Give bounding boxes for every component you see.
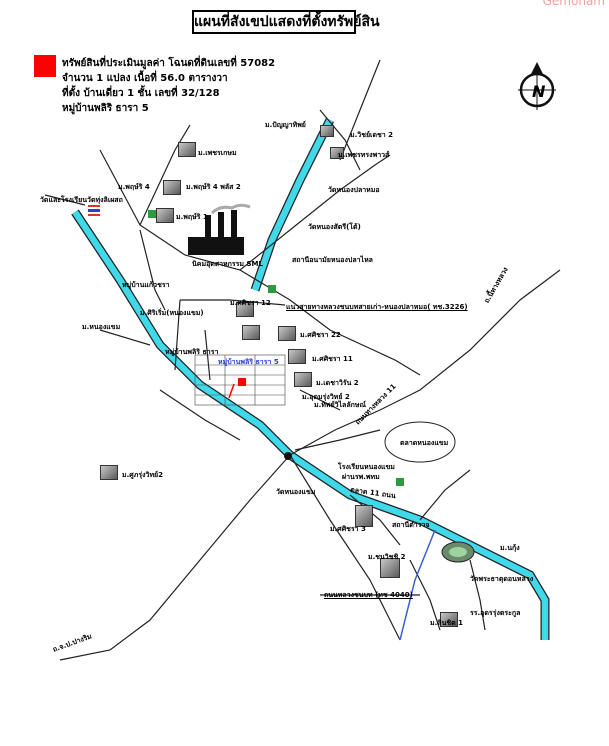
place-label: วัดหนองแขม bbox=[276, 488, 316, 496]
place-label: ตลาดหนองแขม bbox=[400, 439, 449, 447]
intersection-marker bbox=[284, 452, 292, 460]
place-label: วัดและโรงเรียนวัดทุ่งลิเผสถ bbox=[40, 196, 123, 204]
building-marker bbox=[380, 558, 400, 578]
place-label: โรงเรียนหนองแขม bbox=[338, 463, 395, 471]
building-marker bbox=[278, 326, 296, 341]
property-village-label: หมู่บ้านพลิริ ธารา 5 bbox=[218, 358, 279, 366]
stadium-icon bbox=[441, 541, 475, 563]
place-label: วัดหนองปลาหมอ bbox=[328, 186, 380, 194]
place-label: ม.พฤษ์ริ 4 bbox=[118, 183, 150, 191]
property-legend-marker bbox=[34, 55, 56, 77]
place-label: หมู่บ้านแก้วชรา bbox=[122, 281, 170, 289]
building-marker bbox=[178, 142, 196, 157]
place-label: ม.เดชาวิรัน 2 bbox=[316, 379, 359, 387]
place-label: ม.ศิริเริ่ม(หนองแขม) bbox=[140, 309, 204, 317]
place-label: ม.พฤษ์ริ 4 พลัส 2 bbox=[186, 183, 241, 191]
building-marker bbox=[242, 325, 260, 340]
compass-north-label: N bbox=[532, 82, 546, 101]
place-label: ม.หนองแขม bbox=[82, 323, 121, 331]
property-info-line2: จำนวน 1 แปลง เนื้อที่ 56.0 ตารางวา bbox=[62, 73, 228, 84]
property-marker bbox=[238, 378, 246, 386]
place-label: ม.เพชรทรงพาวส์ bbox=[338, 151, 390, 159]
place-label: ม.พฤษ์ริ 1 bbox=[176, 213, 208, 221]
place-label: ม.ศูภรุ่งวิทย์2 bbox=[122, 471, 164, 479]
building-marker bbox=[355, 505, 373, 527]
building-marker bbox=[288, 349, 306, 364]
road-network bbox=[44, 59, 561, 661]
north-canal bbox=[250, 117, 335, 292]
place-label: รร.อุดรรุ่งตระกูล bbox=[470, 609, 521, 617]
property-info-line1: ทรัพย์สินที่ประเมินมูลค่า โฉนดที่ดินเลขท… bbox=[62, 58, 276, 69]
thai-flag-icon bbox=[88, 205, 100, 216]
place-label: ผ่านรพ.พทม bbox=[342, 473, 380, 481]
place-label: สถานีอนามัยหนองปลาไหล bbox=[292, 256, 373, 264]
place-label: วัดหนองสัตรี(โต้) bbox=[308, 223, 361, 231]
building-marker bbox=[100, 465, 118, 480]
building-marker bbox=[330, 147, 344, 159]
place-label: หมู่บ้านพลิริ ธารา bbox=[165, 348, 219, 356]
road-label: ถนนหลวงชนบท (ทช 4040) bbox=[324, 591, 413, 599]
property-info-line4: หมู่บ้านพลิริ ธารา 5 bbox=[62, 103, 149, 114]
place-label: ม.ปัญญาทิพย์ bbox=[265, 121, 306, 129]
building-marker bbox=[440, 612, 458, 627]
place-label: ม.ชนวิชชิ 2 bbox=[368, 553, 406, 561]
place-label: ม.ศศิชรา 12 bbox=[230, 299, 271, 307]
place-label: ม.ศศิชรา 11 bbox=[312, 355, 353, 363]
place-label: ม.ทิพย์วิไลลักษณ์ bbox=[314, 401, 366, 409]
building-marker bbox=[294, 372, 312, 387]
place-label: วัดพระธาตุดอนหลวง bbox=[470, 575, 534, 583]
place-label: ม.วิชย์เดชา 2 bbox=[350, 131, 393, 139]
factory-icon bbox=[188, 203, 251, 255]
small-canal bbox=[399, 529, 436, 641]
building-marker bbox=[236, 302, 254, 317]
compass-icon bbox=[518, 62, 556, 110]
building-marker bbox=[163, 180, 181, 195]
place-label: ม.นกุ้ง bbox=[500, 544, 520, 552]
watermark: Gemonam bbox=[542, 0, 605, 8]
place-label: ม.ศศิชรา 22 bbox=[300, 331, 341, 339]
place-label: ม.อุดมรุ่งวิทย์ 2 bbox=[302, 393, 350, 401]
property-info-line3: ที่ตั้ง บ้านเดี่ยว 1 ชั้น เลขที่ 32/128 bbox=[62, 88, 220, 99]
place-label: ม.ศศิชรา 3 bbox=[330, 525, 366, 533]
place-label: ม.ลินชิต 1 bbox=[430, 619, 463, 627]
building-marker bbox=[320, 125, 334, 137]
property-village-blocks bbox=[194, 354, 286, 406]
building-marker bbox=[156, 208, 174, 223]
place-label: นิคมอุตสาหกรรม SML bbox=[192, 260, 263, 268]
page-title: แผนที่สังเขปแสดงที่ตั้งทรัพย์สิน bbox=[192, 10, 380, 34]
place-label: ม.เพชรเกษม bbox=[198, 149, 237, 157]
place-label: สถานีตำรวจ bbox=[392, 521, 430, 529]
seven-eleven-icon bbox=[148, 210, 404, 486]
road-label: แนวสายทางหลวงชนบทสายเก่า-หนองปลาหมอ( ทช.… bbox=[286, 303, 468, 311]
market-area bbox=[384, 421, 456, 463]
